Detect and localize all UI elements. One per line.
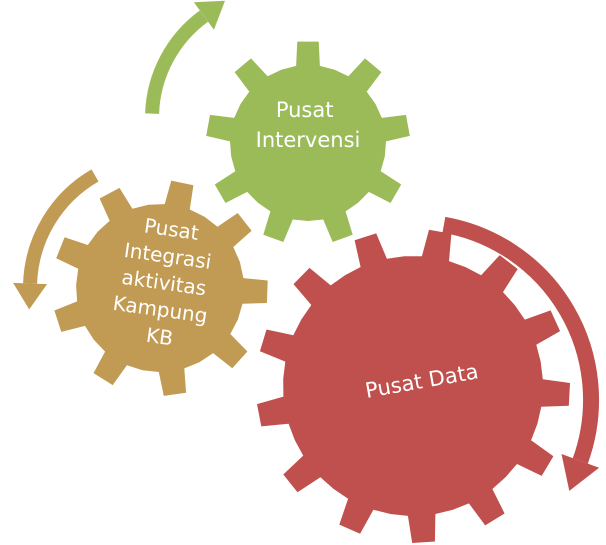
label-line: KB [145, 323, 175, 351]
label-line: Intervensi [256, 128, 361, 152]
label-line: Pusat [276, 98, 334, 122]
gear-icon [54, 180, 268, 396]
gear-icon [206, 41, 410, 242]
gear-pusat-intervensi: Pusat Intervensi [206, 41, 410, 242]
gold-rotation-arrow-icon [13, 169, 99, 310]
red-rotation-arrow-icon [442, 216, 600, 491]
gear-label-integrasi: Pusat Integrasi aktivitas Kampung KB [108, 211, 227, 356]
green-rotation-arrow-icon [145, 0, 225, 114]
gear-icon [257, 229, 570, 544]
gear-pusat-integrasi: Pusat Integrasi aktivitas Kampung KB [54, 180, 268, 396]
gear-pusat-data: Pusat Data [257, 229, 570, 544]
gear-label-intervensi: Pusat Intervensi [256, 98, 361, 152]
